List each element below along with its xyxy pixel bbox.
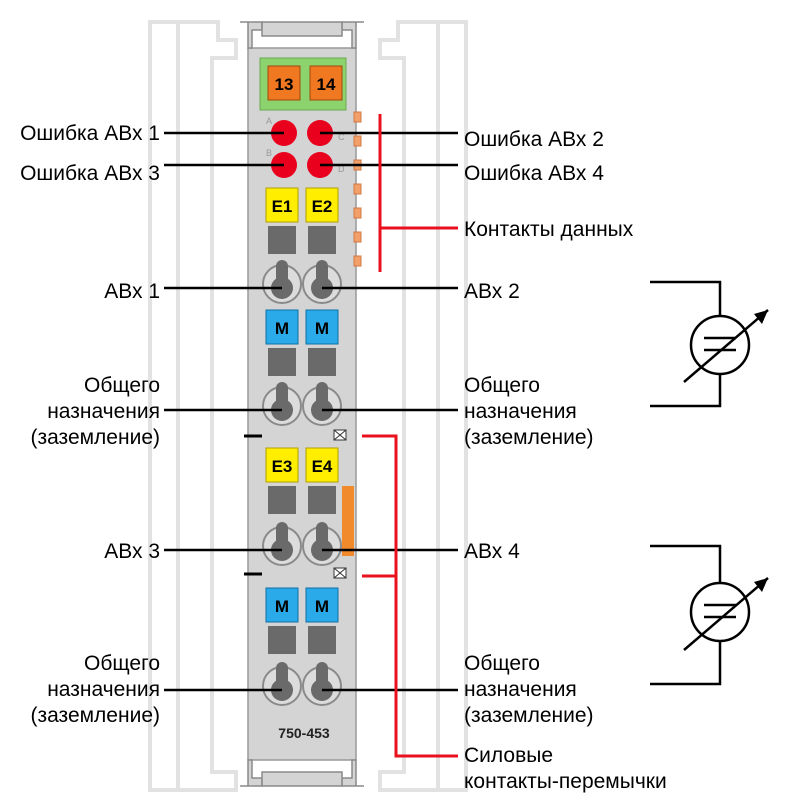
module-housing — [240, 21, 364, 787]
input-e2-label: E2 — [312, 197, 333, 216]
label-input-3: АВх 3 — [104, 540, 160, 563]
label-ground-4b: назначения — [464, 678, 577, 701]
terminal-13 — [267, 65, 301, 101]
label-ground-1b: назначения — [47, 400, 160, 423]
label-ground-3b: назначения — [47, 678, 160, 701]
led-letter-c: C — [338, 132, 345, 142]
input-e1-label: E1 — [272, 197, 293, 216]
sensor-symbol-2 — [650, 544, 769, 686]
model-number: 750-453 — [278, 725, 330, 741]
label-ground-2b: назначения — [464, 400, 577, 423]
label-error-4: Ошибка АВх 4 — [464, 162, 604, 185]
label-ground-3c: (заземление) — [30, 704, 160, 727]
label-input-1: АВх 1 — [104, 280, 160, 303]
label-ground-1c: (заземление) — [30, 426, 160, 449]
led-letter-b: B — [266, 148, 272, 158]
label-ground-1a: Общего — [84, 374, 160, 397]
left-labels: Ошибка АВх 1 Ошибка АВх 3 АВх 1 Общего н… — [20, 122, 160, 727]
din-rail-outline — [148, 20, 468, 792]
label-power-contacts-2: контакты-перемычки — [464, 770, 667, 793]
label-error-3: Ошибка АВх 3 — [20, 162, 160, 185]
power-jumper-marks — [333, 429, 347, 579]
terminal-14-label: 14 — [317, 75, 336, 94]
label-ground-4a: Общего — [464, 652, 540, 675]
common-m3-label: M — [275, 597, 289, 616]
common-m4-label: M — [315, 597, 329, 616]
label-error-2: Ошибка АВх 2 — [464, 128, 604, 151]
terminal-14 — [309, 65, 343, 101]
led-letter-a: A — [266, 116, 272, 126]
power-contacts-bracket — [362, 434, 458, 758]
label-data-contacts: Контакты данных — [464, 218, 634, 241]
right-labels: Ошибка АВх 2 Ошибка АВх 4 Контакты данны… — [464, 128, 667, 793]
common-block-2: M M — [262, 587, 342, 706]
common-m2-label: M — [315, 319, 329, 338]
leader-lines — [164, 131, 458, 692]
label-power-contacts-1: Силовые — [464, 744, 553, 767]
label-ground-3a: Общего — [84, 652, 160, 675]
label-ground-4c: (заземление) — [464, 704, 594, 727]
label-error-1: Ошибка АВх 1 — [20, 122, 160, 145]
data-contacts-bracket — [378, 114, 458, 272]
common-m1-label: M — [275, 319, 289, 338]
label-ground-2a: Общего — [464, 374, 540, 397]
led-letter-d: D — [338, 164, 345, 174]
sensor-symbol-1 — [650, 280, 769, 408]
input-e4-label: E4 — [312, 457, 333, 476]
terminal-13-label: 13 — [275, 75, 294, 94]
label-input-2: АВх 2 — [464, 280, 520, 303]
top-terminal-strip: 13 14 — [259, 57, 347, 111]
common-block-1: M M — [262, 309, 342, 426]
input-e3-label: E3 — [272, 457, 293, 476]
label-input-4: АВх 4 — [464, 540, 520, 563]
label-ground-2c: (заземление) — [464, 426, 594, 449]
power-jumper-orange — [342, 486, 354, 556]
